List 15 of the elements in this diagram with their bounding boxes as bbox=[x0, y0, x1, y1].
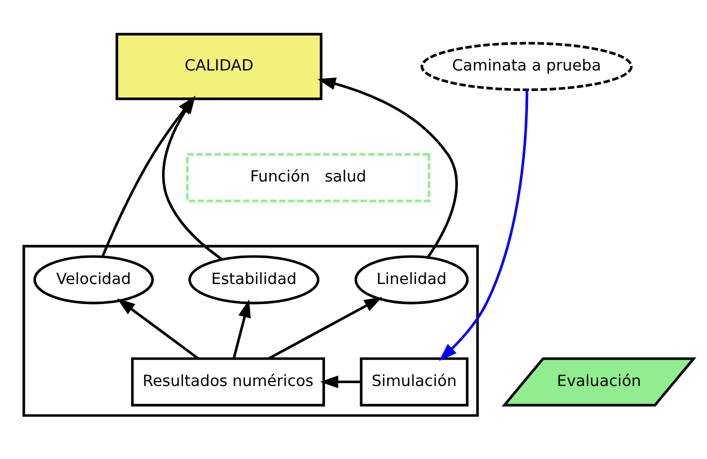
cluster bbox=[22, 244, 479, 416]
node-box: Simulación bbox=[360, 356, 468, 406]
arrow bbox=[268, 296, 382, 360]
arrow bbox=[320, 375, 361, 388]
arrow bbox=[438, 89, 528, 360]
arrow bbox=[318, 77, 458, 258]
node-box: Función salud bbox=[186, 152, 430, 202]
arrow bbox=[117, 298, 199, 360]
arrow bbox=[232, 298, 251, 358]
node-box: Resultados numéricos bbox=[131, 356, 325, 406]
node-ellipse: Linelidad bbox=[354, 254, 469, 304]
node-ellipse: Velocidad bbox=[33, 254, 154, 304]
node-ellipse: Estabilidad bbox=[188, 254, 320, 304]
node-box: CALIDAD bbox=[116, 32, 322, 100]
node-ellipse: Caminata a prueba bbox=[420, 41, 633, 91]
